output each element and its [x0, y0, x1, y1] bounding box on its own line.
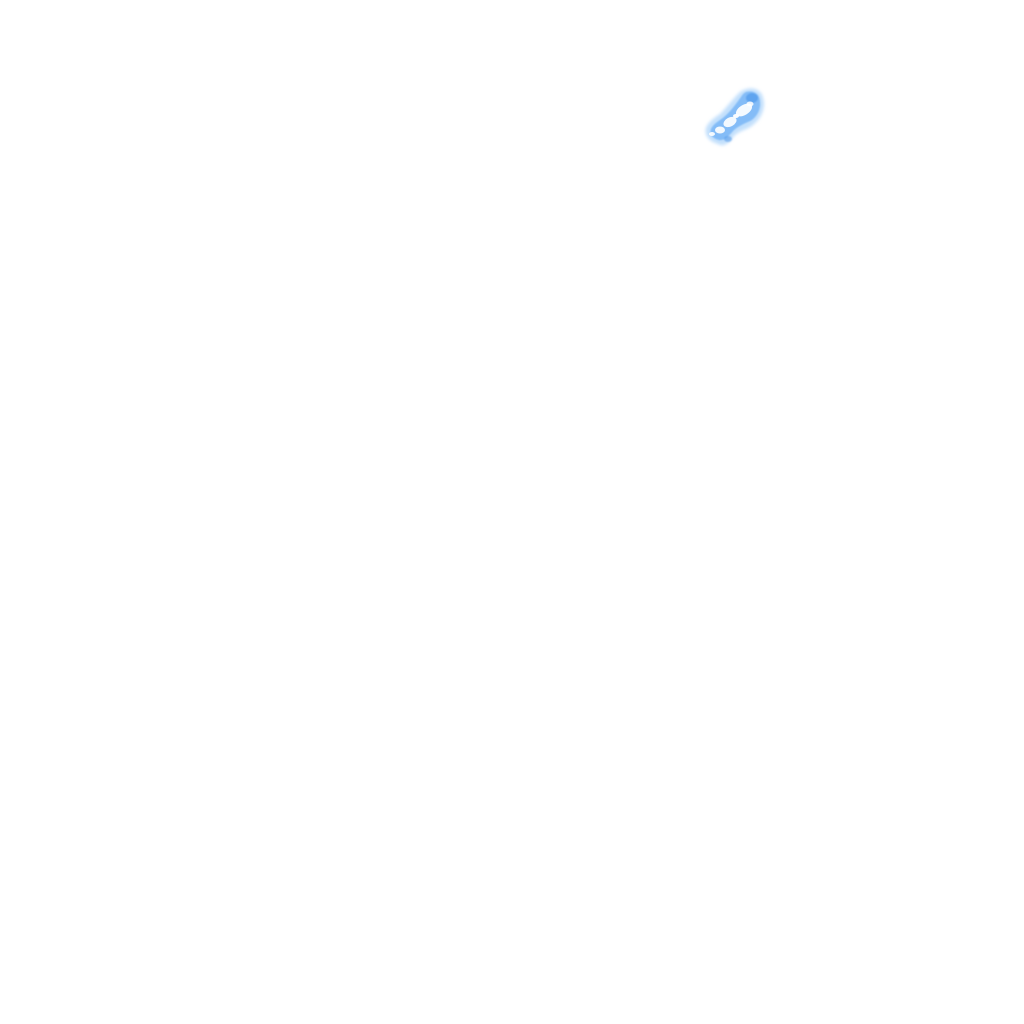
blue-smudge-graphic	[705, 88, 764, 146]
smudge-highlights	[709, 101, 754, 136]
blue-smudge-icon	[700, 84, 770, 152]
